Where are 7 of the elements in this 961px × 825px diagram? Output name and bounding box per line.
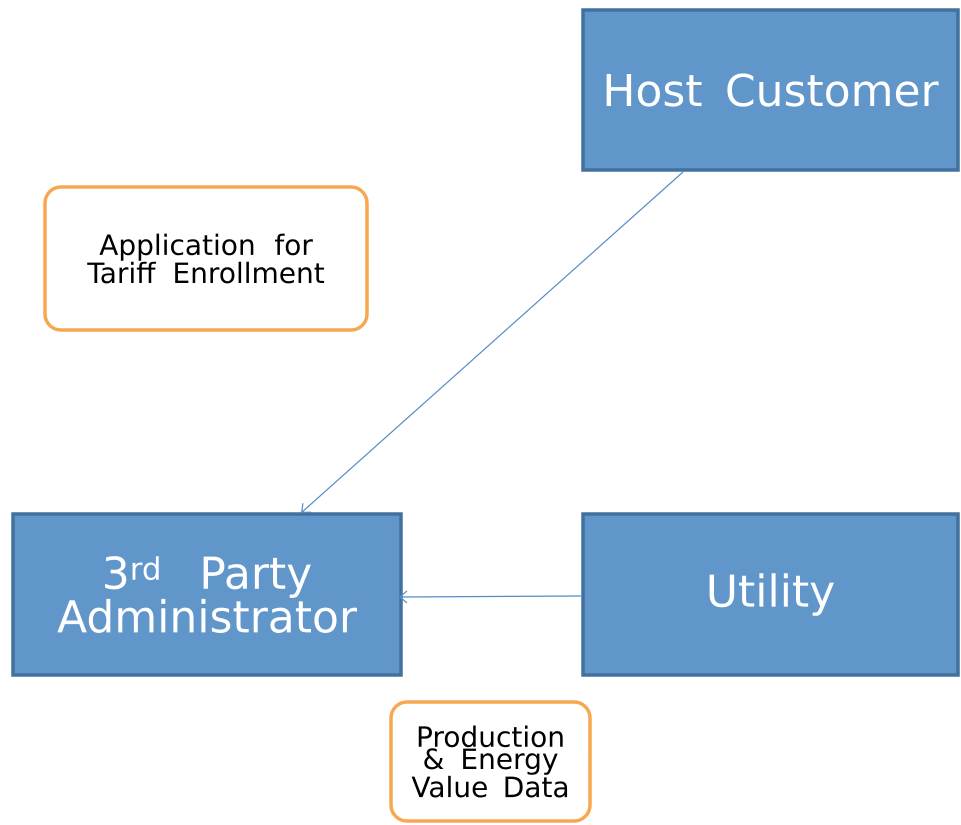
- note-box: Application for Tariff Enrollment: [43, 185, 369, 332]
- process-box: 3$^{rd}$ Party Administrator: [11, 512, 403, 677]
- process-box: Utility: [581, 512, 960, 677]
- process-box: Host Customer: [581, 8, 960, 172]
- note-box: Production & Energy Value Data: [389, 700, 592, 823]
- arrow: [301, 172, 684, 513]
- arrow: [399, 590, 581, 604]
